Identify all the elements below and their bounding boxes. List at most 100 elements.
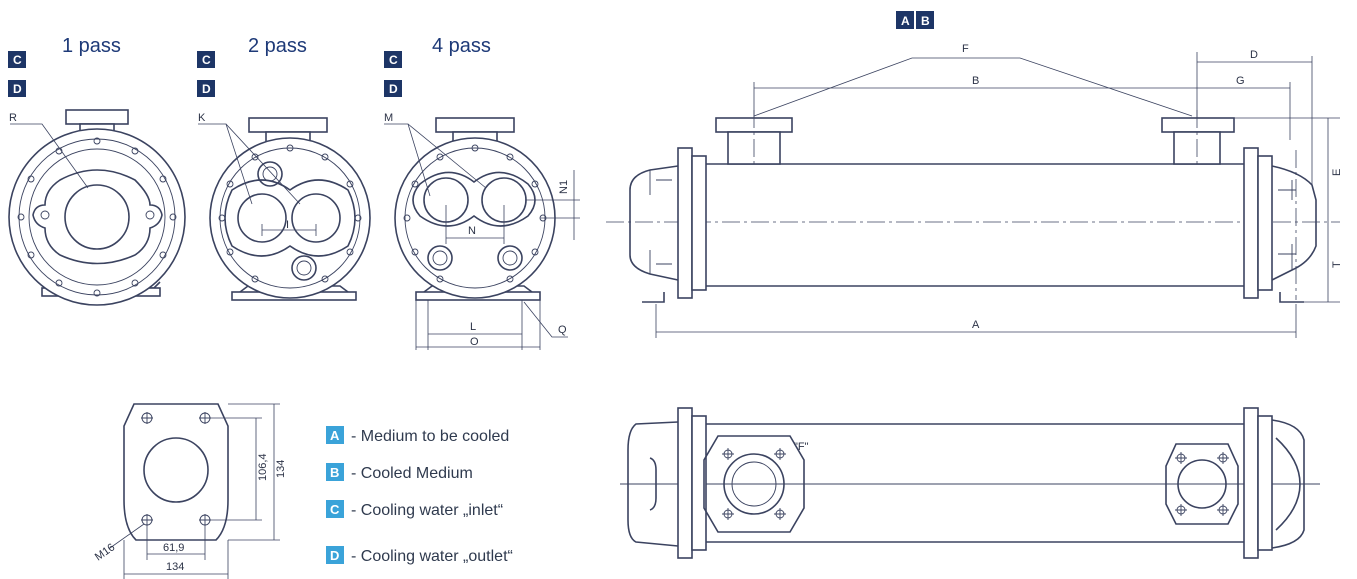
badge-c-1-text: C bbox=[13, 53, 22, 67]
legend-text-b: - Cooled Medium bbox=[351, 465, 473, 482]
badge-c-2 bbox=[197, 51, 215, 68]
badge-d-1-text: D bbox=[13, 82, 22, 96]
plan-left-flange bbox=[677, 407, 693, 559]
flange-outline bbox=[123, 403, 229, 541]
legend-sq-c bbox=[326, 500, 344, 518]
badge-b-top bbox=[916, 11, 934, 29]
pass-title-2: 2 pass bbox=[248, 35, 307, 57]
legend-text-d: - Cooling water „outlet“ bbox=[351, 548, 513, 565]
label-m16: M16 bbox=[93, 541, 117, 563]
port-1 bbox=[64, 184, 130, 250]
shell-outer-3 bbox=[394, 137, 556, 299]
bolt-holes-2 bbox=[218, 144, 362, 283]
legend-sq-a bbox=[326, 426, 344, 444]
leader-m-b bbox=[407, 123, 487, 189]
legend-letter-b: B bbox=[330, 465, 339, 480]
badge-a-top bbox=[896, 11, 914, 29]
legend-sq-d bbox=[326, 546, 344, 564]
dim-f-lines bbox=[753, 57, 1193, 117]
top-nozzle-flange-3 bbox=[435, 117, 515, 133]
plan-left-head bbox=[627, 421, 679, 547]
dim-a: A bbox=[972, 319, 980, 331]
badge-c-2-text: C bbox=[202, 53, 211, 67]
leader-q bbox=[523, 301, 568, 338]
flange-ring-1 bbox=[28, 148, 166, 286]
right-flange bbox=[1243, 147, 1259, 299]
water-inlet-2 bbox=[257, 161, 283, 187]
badge-c-1 bbox=[8, 51, 26, 68]
bolt-holes-3 bbox=[403, 144, 547, 283]
label-m: M bbox=[384, 112, 393, 124]
badge-d-3-text: D bbox=[389, 82, 398, 96]
plan-label-f: "F" bbox=[794, 441, 809, 453]
left-flange bbox=[677, 147, 693, 299]
badge-b-top-text: B bbox=[921, 14, 930, 28]
view-2-pass: 2 pass C D I K bbox=[197, 35, 371, 301]
pass-title-1: 1 pass bbox=[62, 35, 121, 57]
dim-n: N bbox=[468, 225, 476, 237]
dim-o: O bbox=[470, 336, 479, 348]
left-head bbox=[629, 165, 679, 281]
top-nozzle-flange-1 bbox=[65, 109, 129, 125]
shell-inner-1 bbox=[18, 138, 176, 296]
flange-bore bbox=[143, 437, 209, 503]
badge-c-3 bbox=[384, 51, 402, 68]
right-head bbox=[1271, 165, 1317, 281]
dim-b: B bbox=[972, 75, 979, 87]
badge-d-3 bbox=[384, 80, 402, 97]
badge-d-2-text: D bbox=[202, 82, 211, 96]
dim-n1: N1 bbox=[558, 180, 570, 194]
shell-inner-2 bbox=[219, 147, 361, 289]
dim-g: G bbox=[1236, 75, 1245, 87]
port-left-2 bbox=[237, 193, 287, 243]
dim-l: L bbox=[470, 321, 476, 333]
shell-outer-1 bbox=[8, 128, 186, 306]
badge-d-1 bbox=[8, 80, 26, 97]
flange-bolt-holes bbox=[141, 412, 211, 526]
leader-m16 bbox=[109, 523, 145, 549]
plan-flange-b bbox=[1165, 443, 1239, 525]
legend-text-c: - Cooling water „inlet“ bbox=[351, 502, 503, 519]
legend: A - Medium to be cooled B - Cooled Mediu… bbox=[326, 426, 513, 565]
shell-outer-2 bbox=[209, 137, 371, 299]
view-1-pass: 1 pass C D R bbox=[8, 35, 186, 306]
legend-letter-a: A bbox=[330, 428, 340, 443]
legend-letter-c: C bbox=[330, 502, 340, 517]
badge-c-3-text: C bbox=[389, 53, 398, 67]
leader-k-b bbox=[225, 123, 301, 205]
bolt-holes-1 bbox=[17, 137, 177, 297]
dim-e: E bbox=[1331, 169, 1343, 176]
water-inlet-3 bbox=[427, 245, 453, 271]
flange-detail: 106,4 134 61,9 134 M16 bbox=[93, 403, 287, 579]
dim-t: T bbox=[1331, 261, 1343, 268]
top-nozzle-flange-2 bbox=[248, 117, 328, 133]
divided-cover-3 bbox=[412, 171, 536, 227]
plan-right-head bbox=[1271, 419, 1305, 549]
dim-61: 61,9 bbox=[163, 542, 184, 554]
legend-text-a: - Medium to be cooled bbox=[351, 428, 509, 445]
dim-134h: 134 bbox=[166, 561, 184, 573]
label-r: R bbox=[9, 112, 17, 124]
plan-right-flange bbox=[1243, 407, 1259, 559]
dim-i: I bbox=[286, 219, 289, 231]
label-q: Q bbox=[558, 324, 567, 336]
dim-d: D bbox=[1250, 49, 1258, 61]
dim-134v: 134 bbox=[275, 460, 287, 478]
leader-r bbox=[10, 123, 89, 189]
label-k: K bbox=[198, 112, 206, 124]
nozzle-b bbox=[1161, 117, 1235, 133]
port-right-2 bbox=[291, 193, 341, 243]
legend-letter-d: D bbox=[330, 548, 339, 563]
cover-plate-1 bbox=[32, 169, 163, 265]
side-elevation: A B F B D bbox=[606, 11, 1343, 338]
dim-f: F bbox=[962, 43, 969, 55]
water-outlet-2 bbox=[291, 255, 317, 281]
legend-sq-b bbox=[326, 463, 344, 481]
plan-view: "F" bbox=[620, 407, 1320, 559]
water-outlet-3 bbox=[497, 245, 523, 271]
dim-106: 106,4 bbox=[257, 453, 269, 481]
divided-cover-2 bbox=[224, 179, 356, 257]
badge-d-2 bbox=[197, 80, 215, 97]
plan-flange-a bbox=[703, 435, 805, 533]
